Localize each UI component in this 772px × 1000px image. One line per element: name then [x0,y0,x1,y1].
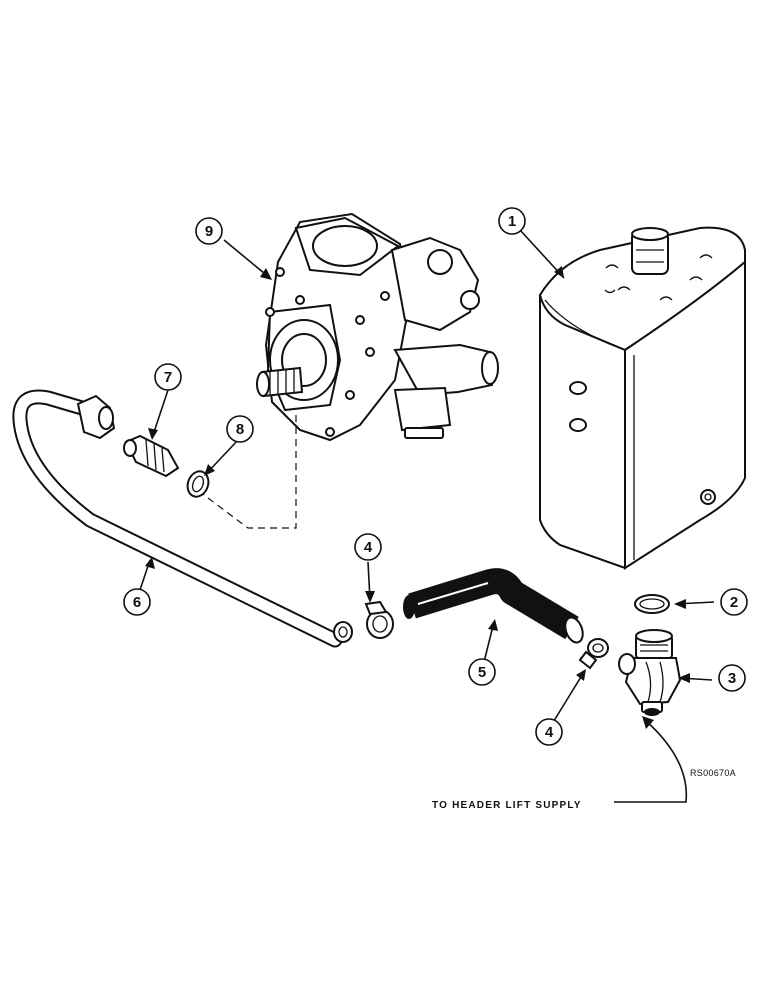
svg-text:4: 4 [545,724,554,741]
callout-6: 6 [123,588,151,616]
svg-text:6: 6 [133,594,141,611]
svg-text:7: 7 [164,369,172,386]
callout-1: 1 [498,207,526,235]
svg-text:5: 5 [478,664,486,681]
alignment-dashed-line [199,415,297,529]
callout-4-left: 4 [354,533,382,561]
callout-7: 7 [154,363,182,391]
svg-text:1: 1 [508,213,516,230]
callout-4-right: 4 [535,718,563,746]
svg-text:4: 4 [364,539,373,556]
reference-code: RS00670A [690,768,736,778]
callout-8: 8 [226,415,254,443]
svg-text:2: 2 [730,594,738,611]
adapter-fitting [123,434,180,478]
svg-text:9: 9 [205,223,213,240]
hose-clamp-right [578,638,609,670]
callout-5: 5 [468,658,496,686]
o-ring-seal [186,470,210,498]
svg-text:8: 8 [236,421,244,438]
callout-9: 9 [195,217,223,245]
elbow-fitting [618,629,682,716]
suction-hose [403,568,584,644]
svg-text:3: 3 [728,670,736,687]
pressure-pipe [12,389,353,648]
callout-2: 2 [720,588,748,616]
hose-clamp-left [364,600,394,639]
hydraulic-pump [256,212,499,442]
supply-note-text: TO HEADER LIFT SUPPLY [432,800,582,811]
hydraulic-reservoir [538,226,746,570]
callout-3: 3 [718,664,746,692]
o-ring-reservoir [634,594,670,614]
supply-note: TO HEADER LIFT SUPPLY [432,716,688,811]
leader-arrowheads [145,266,690,683]
